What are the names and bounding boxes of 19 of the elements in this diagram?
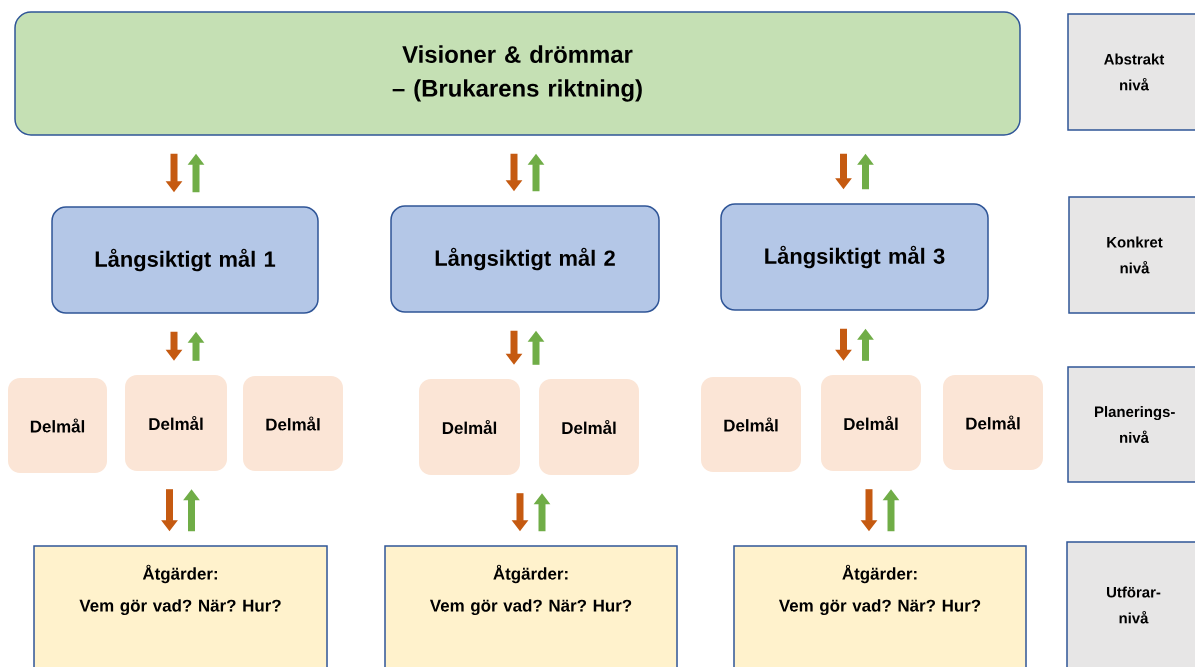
- process-box: Delmål: [419, 379, 520, 475]
- level-box: Konkret nivå: [1068, 196, 1195, 314]
- process-box: Delmål: [539, 379, 639, 475]
- process-box: Delmål: [701, 377, 801, 472]
- level-box: Utförar- nivå: [1066, 541, 1195, 667]
- process-box: Visioner & drömmar – (Brukarens riktning): [14, 11, 1021, 136]
- process-box: Delmål: [243, 376, 343, 471]
- process-box: Åtgärder: Vem gör vad? När? Hur?: [733, 545, 1027, 667]
- process-box: Åtgärder: Vem gör vad? När? Hur?: [384, 545, 678, 667]
- level-box: Abstrakt nivå: [1067, 13, 1195, 131]
- process-box: Långsiktigt mål 3: [720, 203, 989, 311]
- process-box: Långsiktigt mål 2: [390, 205, 660, 313]
- process-box: Delmål: [821, 375, 921, 471]
- process-box: Delmål: [943, 375, 1043, 470]
- level-box: Planerings- nivå: [1067, 366, 1195, 483]
- process-box: Delmål: [8, 378, 107, 473]
- process-box: Delmål: [125, 375, 227, 471]
- process-box: Åtgärder: Vem gör vad? När? Hur?: [33, 545, 328, 667]
- process-box: Långsiktigt mål 1: [51, 206, 319, 314]
